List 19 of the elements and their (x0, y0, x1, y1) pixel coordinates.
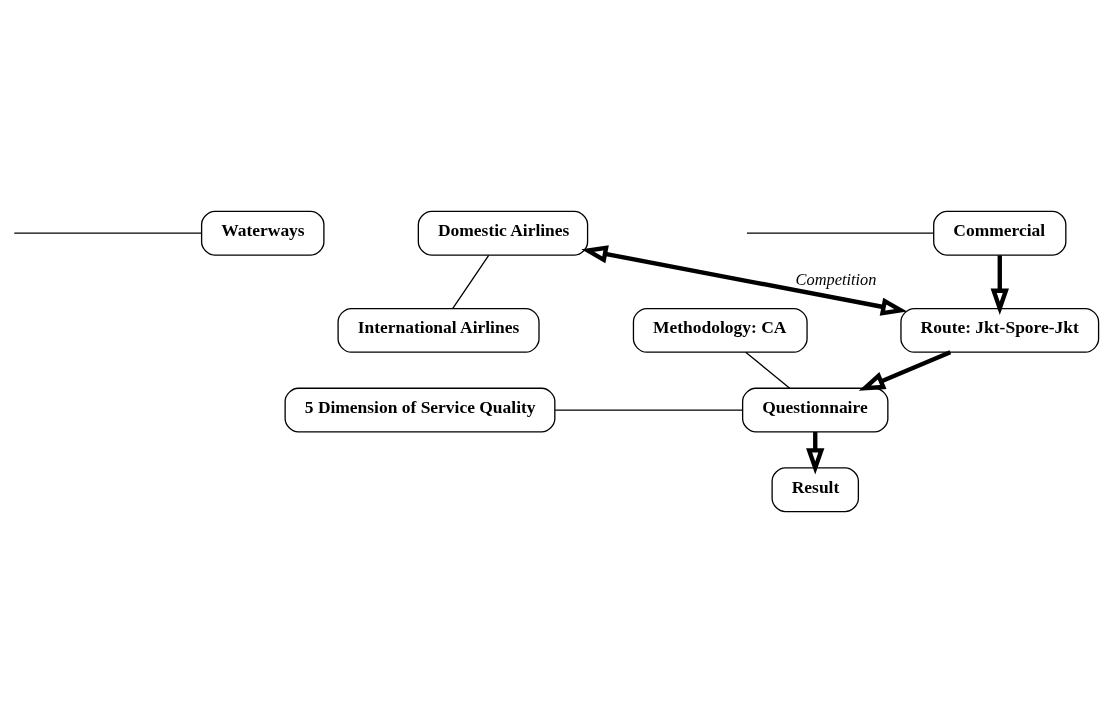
arrow (858, 350, 952, 391)
node-box: Domestic Airlines (417, 210, 589, 256)
node-box: Waterways (200, 210, 325, 256)
arrow (806, 431, 825, 475)
node-box: International Airlines (337, 307, 540, 353)
node-box: Questionnaire (741, 387, 889, 433)
node-box: Methodology: CA (632, 307, 808, 353)
arrow (581, 245, 908, 316)
arrow (990, 255, 1009, 315)
edge-label: Competition (795, 269, 877, 289)
connector (452, 254, 490, 309)
node-box: Result (771, 467, 860, 513)
node-box: 5 Dimension of Service Quality (284, 387, 556, 433)
connector (13, 232, 202, 234)
node-box: Commercial (933, 210, 1067, 256)
node-box: Route: Jkt-Spore-Jkt (900, 307, 1100, 353)
connector (745, 351, 791, 389)
connector (554, 409, 744, 411)
connector (746, 232, 935, 234)
